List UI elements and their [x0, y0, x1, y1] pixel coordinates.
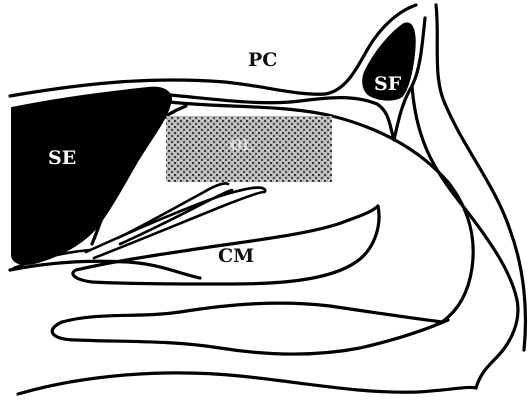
- label-pc: PC: [248, 49, 277, 71]
- anterior-contour-line: [412, 86, 518, 388]
- label-sf: SF: [374, 73, 402, 95]
- inferior-turbinate-outline: [52, 320, 448, 354]
- bottom-contour-line: [18, 373, 476, 394]
- inferior-turbinate-upper: [62, 303, 442, 322]
- outer-contour-line: [10, 5, 416, 96]
- label-ol: OL: [230, 138, 252, 154]
- outer-right-edge: [436, 5, 525, 350]
- lamella-inner-lower: [120, 190, 232, 244]
- label-cm: CM: [218, 245, 254, 267]
- label-se: SE: [48, 147, 76, 169]
